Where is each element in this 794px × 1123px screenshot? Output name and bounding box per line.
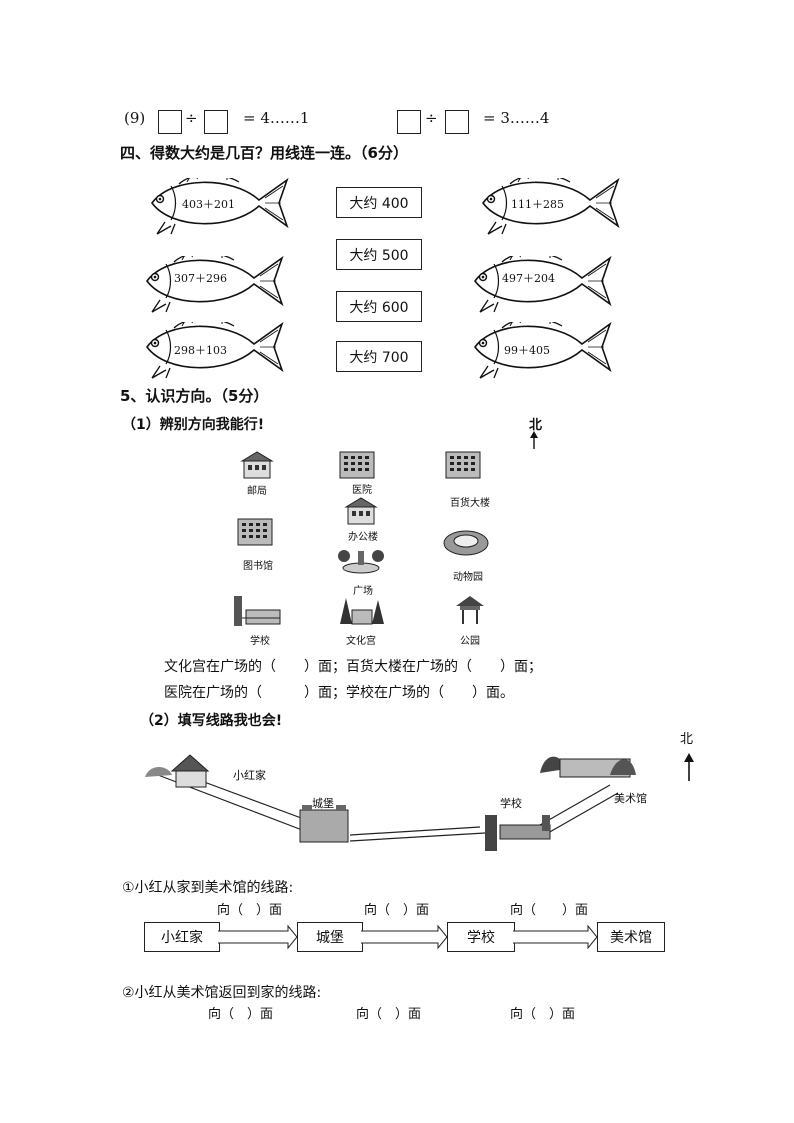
- answer-option[interactable]: 大约 600: [336, 291, 422, 322]
- direction-question-2: 医院在广场的（ ）面；学校在广场的（ ）面。: [164, 685, 514, 701]
- building-label: 百货大楼: [450, 498, 490, 509]
- fish-icon: [146, 248, 283, 313]
- section-4-title: 四、得数大约是几百？用线连一连。（6分）: [120, 144, 408, 162]
- route-1-title: ①小红从家到美术馆的线路:: [122, 880, 294, 896]
- map-label: 城堡: [312, 797, 334, 810]
- fish-expression: 497＋204: [502, 272, 555, 285]
- direction-blank[interactable]: 向（ ）面: [364, 903, 430, 918]
- library-icon: [237, 518, 273, 546]
- hospital-icon: [339, 451, 375, 479]
- direction-question-1: 文化宫在广场的（ ）面；百货大楼在广场的（ ）面；: [164, 659, 542, 675]
- fish-expression: 403＋201: [182, 198, 235, 211]
- direction-blank[interactable]: 向（ ）面: [217, 903, 283, 918]
- fish-card[interactable]: 497＋204: [470, 248, 615, 316]
- direction-blank[interactable]: 向（ ）面: [208, 1007, 274, 1022]
- answer-box[interactable]: [158, 110, 182, 134]
- school-icon: [234, 596, 281, 626]
- route-stop: 学校: [447, 922, 515, 952]
- equation-result: = 4……1: [243, 109, 310, 127]
- answer-option[interactable]: 大约 400: [336, 187, 422, 218]
- north-arrow-icon: [684, 753, 694, 781]
- post-office-icon: [241, 451, 273, 479]
- fish-expression: 307＋296: [174, 272, 227, 285]
- building-label: 医院: [352, 485, 372, 496]
- route-arrows: [218, 924, 598, 950]
- fish-expression: 111＋285: [511, 198, 564, 211]
- fish-card[interactable]: 298＋103: [142, 314, 287, 382]
- answer-box[interactable]: [445, 110, 469, 134]
- direction-blank[interactable]: 向（ ）面: [510, 1007, 576, 1022]
- section-5-title: 5、认识方向。（5分）: [120, 387, 269, 405]
- fish-card[interactable]: 111＋285: [478, 170, 623, 238]
- fish-icon: [474, 248, 611, 313]
- fish-expression: 99＋405: [504, 344, 550, 357]
- equation-result: = 3……4: [483, 109, 550, 127]
- divide-sign: ÷: [185, 109, 198, 127]
- part-1-title: （1）辨别方向我能行!: [122, 417, 265, 433]
- building-label: 文化宫: [346, 636, 376, 647]
- building-label: 办公楼: [348, 532, 378, 543]
- map-label: 美术馆: [614, 792, 647, 805]
- north-label: 北: [529, 418, 543, 433]
- building-label: 动物园: [453, 572, 483, 583]
- answer-box[interactable]: [397, 110, 421, 134]
- answer-option[interactable]: 大约 700: [336, 341, 422, 372]
- building-label: 学校: [250, 636, 270, 647]
- map-label: 小红家: [233, 769, 266, 782]
- fish-card[interactable]: 99＋405: [470, 314, 615, 382]
- north-arrow-icon: [530, 431, 538, 449]
- route-2-title: ②小红从美术馆返回到家的线路:: [122, 985, 322, 1001]
- fish-expression: 298＋103: [174, 344, 227, 357]
- cultural-palace-icon: [340, 598, 384, 625]
- zoo-icon: [443, 530, 489, 556]
- route-map: [145, 754, 636, 851]
- building-label: 广场: [353, 586, 373, 597]
- map-label: 学校: [500, 797, 522, 810]
- art-museum-icon: [540, 756, 636, 778]
- fish-card[interactable]: 403＋201: [147, 170, 292, 238]
- question-9-number: (9): [124, 109, 146, 127]
- arrow-right-icon: [513, 924, 598, 950]
- building-label: 邮局: [247, 486, 267, 497]
- direction-blank[interactable]: 向（ ）面: [356, 1007, 422, 1022]
- arrow-right-icon: [218, 924, 298, 950]
- route-stop: 美术馆: [597, 922, 665, 952]
- arrow-right-icon: [361, 924, 448, 950]
- school-gate-icon: [485, 815, 551, 851]
- north-label: 北: [680, 732, 694, 747]
- direction-blank[interactable]: 向（ ）面: [510, 903, 589, 918]
- divide-sign: ÷: [425, 109, 438, 127]
- building-label: 公园: [460, 636, 480, 647]
- castle-icon: [299, 805, 349, 843]
- fish-card[interactable]: 307＋296: [142, 248, 287, 316]
- park-icon: [456, 596, 484, 624]
- building-label: 图书馆: [243, 561, 273, 572]
- answer-box[interactable]: [204, 110, 228, 134]
- route-stop: 小红家: [144, 922, 220, 952]
- home-icon: [145, 754, 210, 788]
- department-store-icon: [445, 451, 481, 479]
- answer-option[interactable]: 大约 500: [336, 239, 422, 270]
- office-building-icon: [345, 497, 377, 525]
- square-icon: [338, 550, 384, 574]
- part-2-title: （2）填写线路我也会!: [140, 713, 283, 729]
